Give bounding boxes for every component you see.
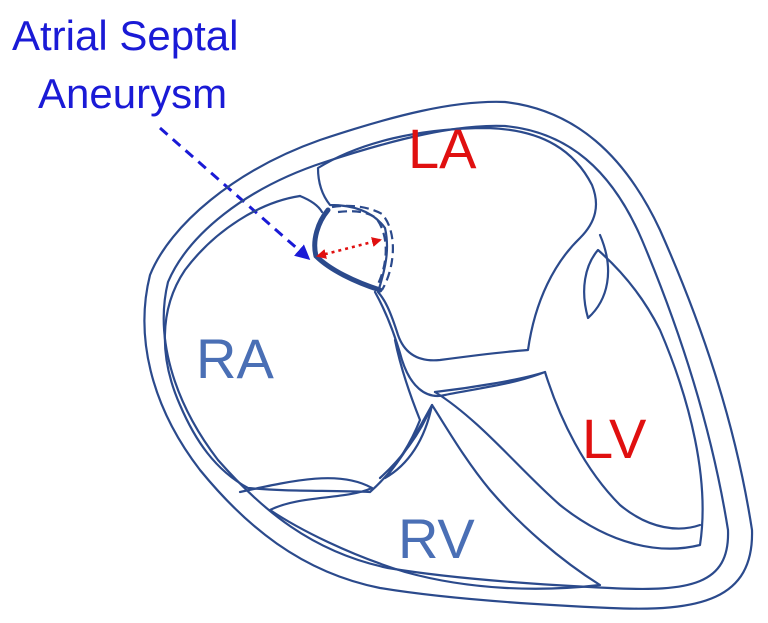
right-ventricle-tricuspid	[383, 403, 434, 480]
left-ventricle-inner	[543, 370, 702, 530]
septal-aneurysm-displaced-inner	[337, 210, 387, 289]
title-line-2: Aneurysm	[38, 70, 227, 117]
septal-aneurysm-solid	[312, 207, 383, 293]
septal-aneurysm-displaced	[331, 204, 394, 291]
heart-inner-contour	[162, 124, 730, 591]
interatrial-septum-upper	[298, 194, 324, 214]
title-line-1: Atrial Septal	[12, 12, 238, 59]
label-la: LA	[408, 117, 477, 180]
pointer-arrow	[159, 126, 311, 260]
label-rv: RV	[398, 507, 475, 570]
left-atrium-wall	[316, 126, 598, 362]
right-ventricle-wall	[238, 403, 602, 590]
left-ventricle-wall	[433, 233, 704, 550]
label-lv: LV	[582, 407, 647, 470]
septal-excursion-arrow	[316, 237, 382, 259]
ventricular-septum	[373, 290, 547, 398]
heart-outer-contour	[143, 100, 754, 610]
label-ra: RA	[196, 327, 274, 390]
right-atrium-wall	[163, 194, 422, 494]
